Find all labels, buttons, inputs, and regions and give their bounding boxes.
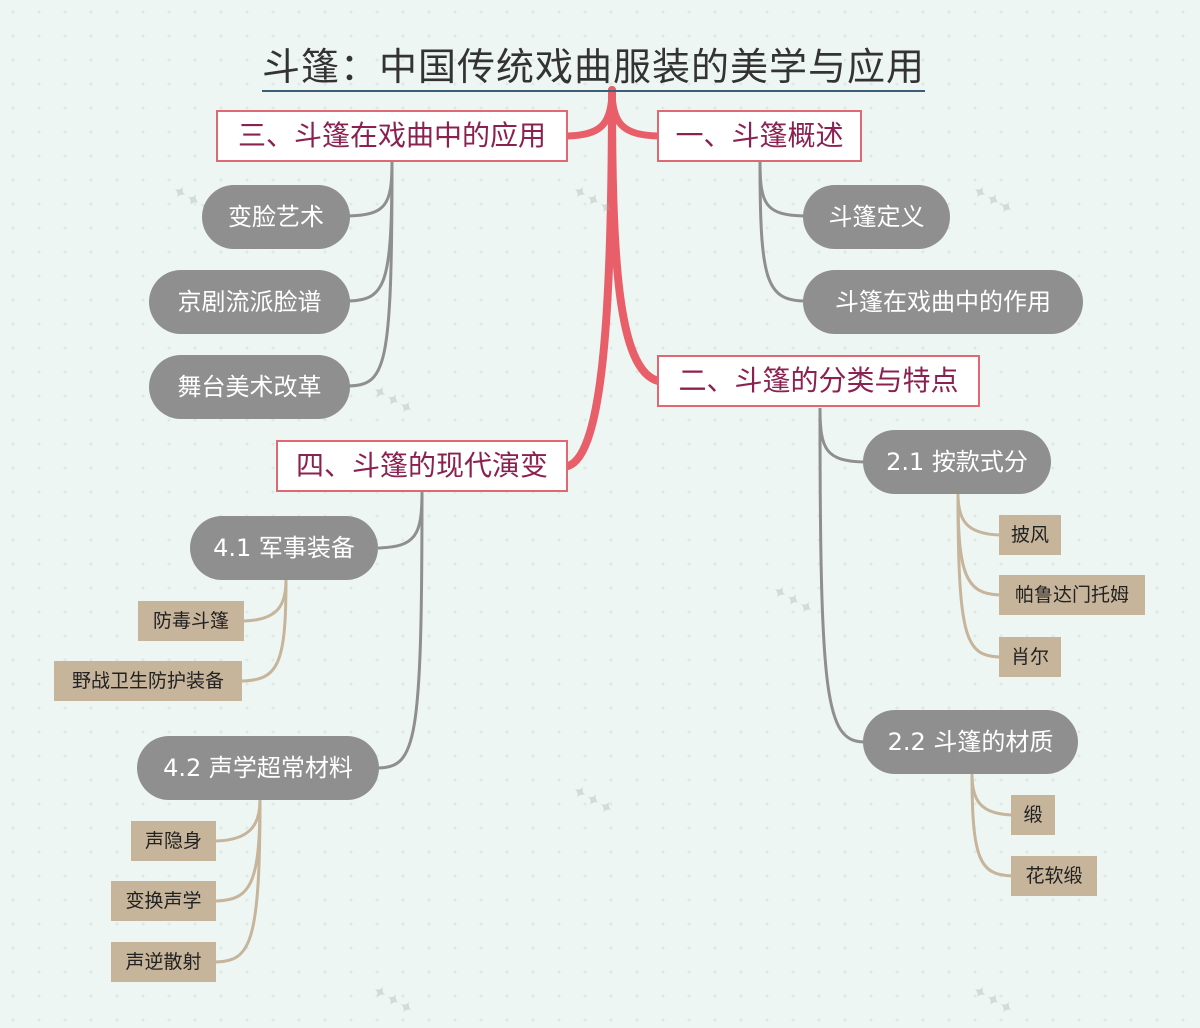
topic-node[interactable]: 4.1 军事装备 [190,516,378,580]
topic-node[interactable]: 4.2 声学超常材料 [137,736,379,800]
branch-3-node[interactable]: 三、斗篷在戏曲中的应用 [216,110,568,162]
leaf-branches [215,493,1013,964]
branch-4-node[interactable]: 四、斗篷的现代演变 [276,440,568,492]
topic-node[interactable]: 斗篷定义 [803,185,950,249]
leaf-node[interactable]: 声隐身 [131,821,216,861]
leaf-node[interactable]: 声逆散射 [111,942,216,982]
leaf-node[interactable]: 肖尔 [999,637,1061,677]
branch-2-node[interactable]: 二、斗篷的分类与特点 [657,355,980,407]
topic-node[interactable]: 2.1 按款式分 [863,430,1051,494]
topic-node[interactable]: 舞台美术改革 [149,355,350,419]
leaf-node[interactable]: 防毒斗篷 [138,601,244,641]
topic-node[interactable]: 京剧流派脸谱 [149,270,350,334]
sub-branches [347,161,865,770]
main-branches [564,86,662,470]
main-branch-b4 [564,86,616,470]
main-branch-b1 [608,86,662,140]
leaf-node[interactable]: 花软缎 [1011,856,1097,896]
leaf-node[interactable]: 野战卫生防护装备 [54,661,242,701]
branch-1-node[interactable]: 一、斗篷概述 [657,110,862,162]
leaf-node[interactable]: 缎 [1011,795,1055,835]
leaf-node[interactable]: 变换声学 [111,881,216,921]
map-title: 斗篷：中国传统戏曲服装的美学与应用 [262,44,926,92]
topic-node[interactable]: 2.2 斗篷的材质 [863,710,1078,774]
topic-node[interactable]: 斗篷在戏曲中的作用 [803,270,1083,334]
main-branch-b3 [564,86,616,140]
leaf-node[interactable]: 披风 [999,515,1061,555]
topic-node[interactable]: 变脸艺术 [202,185,350,249]
leaf-node[interactable]: 帕鲁达门托姆 [999,575,1145,615]
